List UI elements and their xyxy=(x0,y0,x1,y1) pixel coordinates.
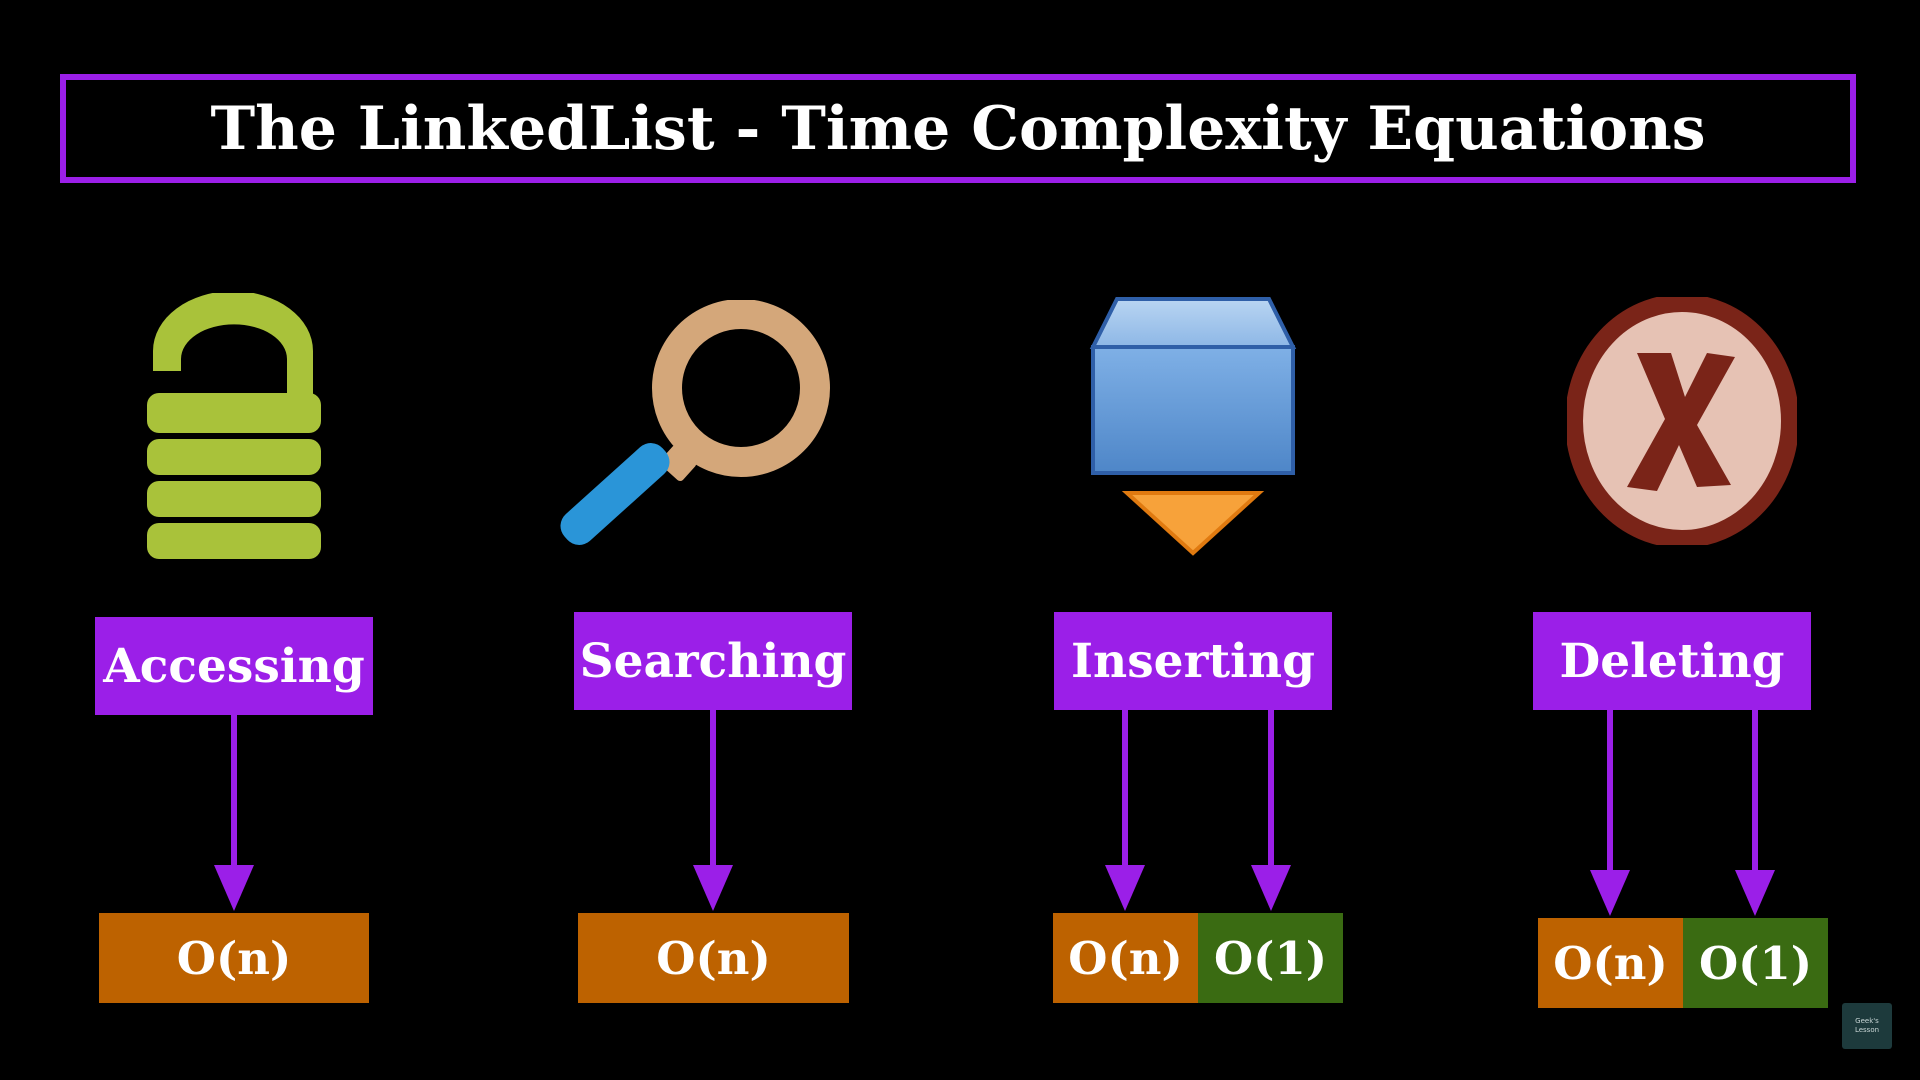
operation-label-searching: Searching xyxy=(574,612,852,710)
operation-label-inserting: Inserting xyxy=(1054,612,1332,710)
complexity-searching: O(n) xyxy=(578,913,849,1003)
arrow-searching xyxy=(693,710,733,911)
open-padlock-icon xyxy=(147,293,321,559)
complexity-deleting-o1: O(1) xyxy=(1683,918,1828,1008)
delete-x-icon xyxy=(1567,297,1797,545)
watermark-line2: Lesson xyxy=(1854,1026,1880,1034)
operation-label-accessing: Accessing xyxy=(95,617,373,715)
arrow-accessing xyxy=(214,715,254,911)
arrow-deleting-2 xyxy=(1735,710,1775,916)
title-frame: The LinkedList - Time Complexity Equatio… xyxy=(60,74,1856,183)
magnifying-glass-icon xyxy=(560,300,830,545)
complexity-inserting-o1: O(1) xyxy=(1198,913,1343,1003)
insert-box-icon xyxy=(1089,297,1297,556)
page-title: The LinkedList - Time Complexity Equatio… xyxy=(210,93,1706,164)
watermark-line1: Geek's xyxy=(1855,1017,1879,1025)
complexity-deleting-on: O(n) xyxy=(1538,918,1683,1008)
arrow-inserting-2 xyxy=(1251,710,1291,911)
arrow-deleting-1 xyxy=(1590,710,1630,916)
channel-watermark: Geek's Lesson xyxy=(1842,1003,1892,1049)
operation-label-deleting: Deleting xyxy=(1533,612,1811,710)
complexity-inserting-on: O(n) xyxy=(1053,913,1198,1003)
complexity-accessing: O(n) xyxy=(99,913,369,1003)
arrow-inserting-1 xyxy=(1105,710,1145,911)
